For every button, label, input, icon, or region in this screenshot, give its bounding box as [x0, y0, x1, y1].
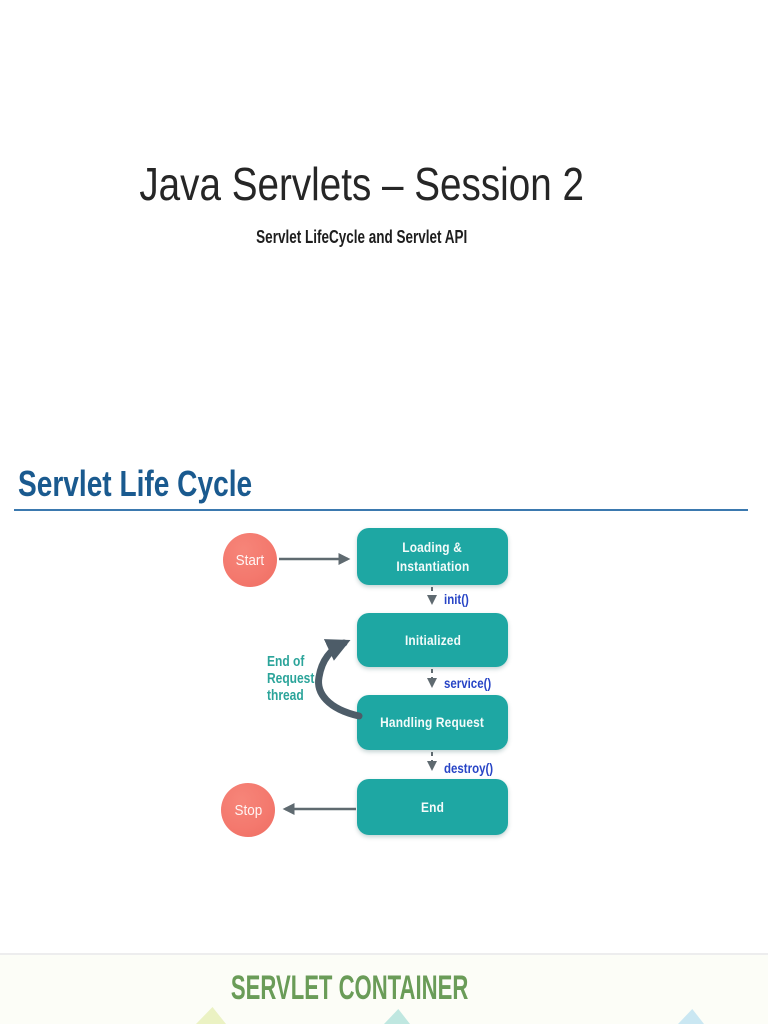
- destroy-method-label: destroy(): [444, 760, 494, 776]
- start-node: Start: [223, 533, 277, 587]
- section-rule: [14, 509, 748, 511]
- slide-subtitle-text: Servlet LifeCycle and Servlet API: [256, 227, 468, 247]
- start-node-label: Start: [235, 551, 265, 569]
- loop-label-line1: End of: [267, 653, 305, 670]
- stop-node: Stop: [221, 783, 275, 837]
- end-of-request-thread-label: End of Request thread: [267, 653, 314, 704]
- slide-subtitle: Servlet LifeCycle and Servlet API: [0, 225, 724, 249]
- decor-triangle-yellow: [196, 1007, 226, 1024]
- decor-triangle-blue: [678, 1009, 704, 1024]
- loop-label-line3: thread: [267, 687, 304, 704]
- state-box-end: End: [357, 779, 508, 835]
- init-method-label: init(): [444, 591, 469, 607]
- state-box-loading-line2: Instantiation: [396, 557, 469, 574]
- section-heading: Servlet Life Cycle: [18, 463, 253, 504]
- state-box-handling-request: Handling Request: [357, 695, 508, 750]
- arrow-request-loop: [315, 639, 363, 720]
- page-gap: [0, 953, 768, 955]
- servlet-container-heading-text: SERVLET CONTAINER: [231, 969, 469, 1007]
- state-box-loading-line1: Loading &: [402, 538, 463, 555]
- service-method-label: service(): [444, 675, 492, 691]
- loop-label-line2: Request: [267, 670, 315, 687]
- decor-triangle-teal: [384, 1009, 410, 1024]
- slide-1: Java Servlets – Session 2 Servlet LifeCy…: [0, 156, 748, 837]
- stop-node-label: Stop: [234, 801, 262, 819]
- state-box-handling-line1: Handling Request: [380, 714, 485, 730]
- state-box-initialized-line1: Initialized: [404, 631, 461, 648]
- slide-2: SERVLET CONTAINER: [0, 955, 768, 1024]
- slide-title: Java Servlets – Session 2: [0, 156, 724, 212]
- state-box-end-line1: End: [420, 798, 444, 815]
- state-box-initialized: Initialized: [357, 613, 508, 667]
- state-box-loading: Loading & Instantiation: [357, 528, 508, 585]
- servlet-container-heading: SERVLET CONTAINER: [0, 970, 700, 1006]
- slide-title-text: Java Servlets – Session 2: [139, 158, 585, 210]
